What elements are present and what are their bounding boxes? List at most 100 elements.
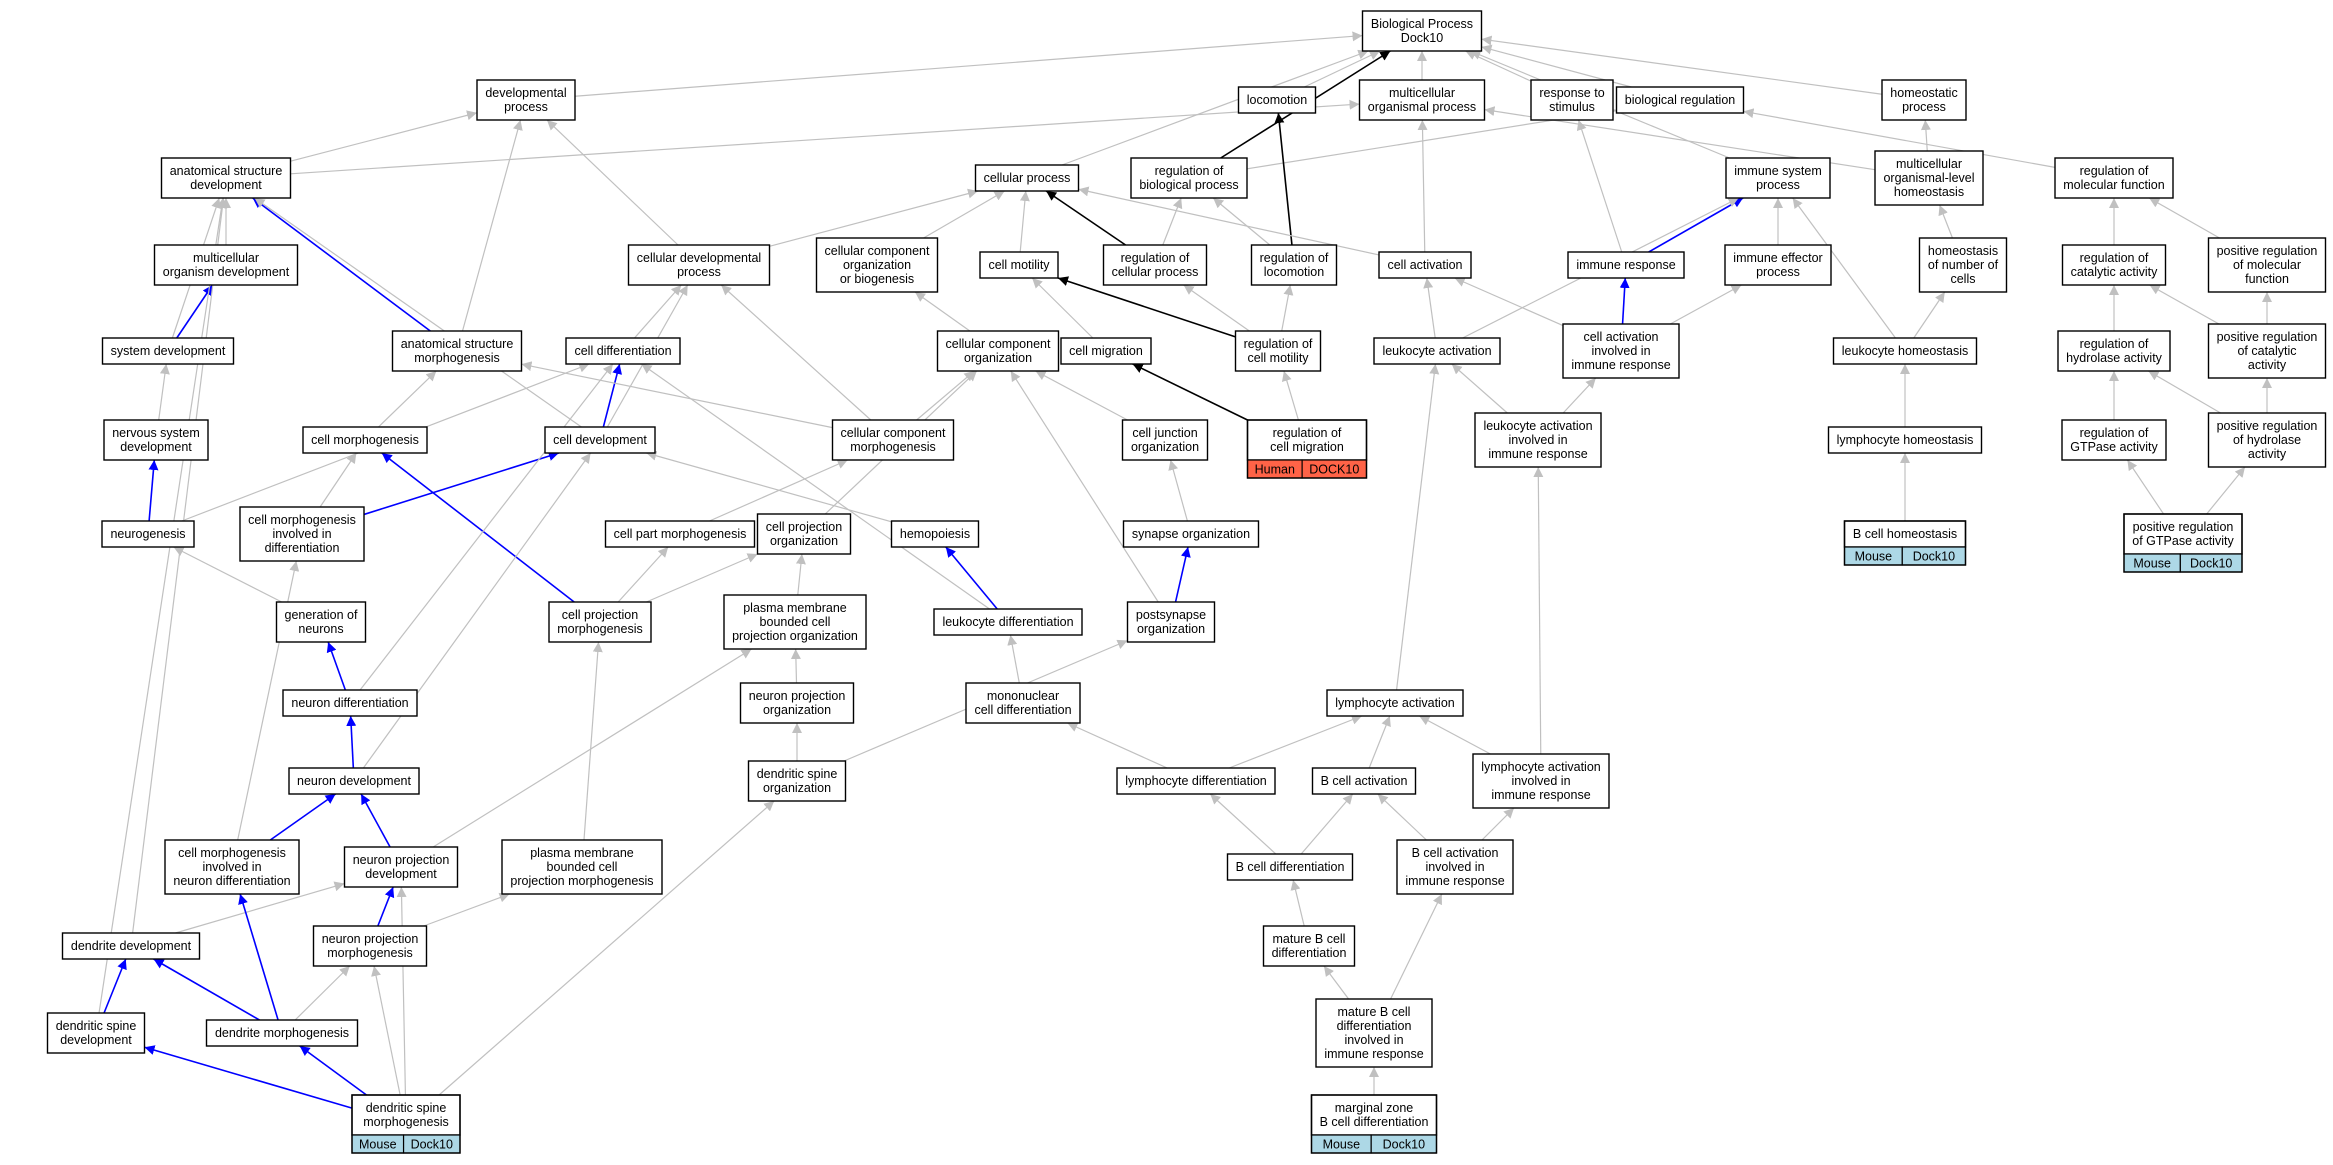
node-label-line: regulation of — [1121, 251, 1190, 265]
is-a-edge — [1212, 197, 1271, 246]
positively-regulates-edge — [269, 793, 337, 841]
node-outline — [351, 1094, 461, 1154]
node-box — [2207, 412, 2327, 468]
node-label-line: or biogenesis — [840, 272, 914, 286]
is-a-edge — [290, 110, 478, 162]
node-box — [282, 689, 418, 717]
is-a-edge — [378, 370, 437, 428]
go-term-node: cell part morphogenesis — [604, 520, 756, 548]
node-box — [101, 520, 195, 548]
is-a-edge — [1183, 284, 1250, 332]
positively-regulates-edge — [299, 1045, 367, 1096]
go-term-node: dendrite morphogenesis — [205, 1019, 359, 1047]
node-label-line: organization — [763, 781, 831, 795]
node-box — [1234, 330, 1322, 372]
is-a-edge — [916, 370, 975, 421]
node-label-line: immune effector — [1733, 251, 1822, 265]
node-layer: Biological ProcessDock10developmentalpro… — [46, 10, 2327, 1154]
is-a-edge — [1031, 277, 1094, 339]
positively-regulates-edge — [377, 886, 395, 927]
node-label-line: differentiation — [1337, 1019, 1412, 1033]
node-label-line: mature B cell — [1338, 1005, 1411, 1019]
species-tag-label: Mouse — [1855, 550, 1893, 564]
positively-regulates-edge — [103, 958, 127, 1014]
is-a-edge — [2148, 197, 2220, 239]
go-term-node: B cell differentiation — [1226, 853, 1354, 881]
is-a-edge — [1670, 284, 1742, 325]
is-a-edge — [254, 197, 582, 428]
node-box — [815, 237, 939, 293]
node-label-line: of molecular — [2233, 258, 2301, 272]
is-a-edge — [1061, 49, 1369, 166]
node-label-line: development — [190, 178, 262, 192]
is-a-edge — [1533, 466, 1544, 755]
is-a-edge — [1067, 722, 1168, 769]
species-tag-label: Dock10 — [1383, 1138, 1425, 1152]
positively-regulates-edge — [1648, 197, 1744, 253]
is-a-edge — [294, 965, 351, 1021]
node-box — [275, 601, 367, 643]
node-label-line: immune response — [1491, 788, 1590, 802]
node-box — [1311, 767, 1417, 795]
is-a-edge — [646, 450, 892, 523]
node-box — [739, 682, 855, 724]
node-box — [46, 1012, 146, 1054]
node-label-line: multicellular — [193, 251, 259, 265]
node-outline — [2123, 513, 2243, 573]
node-label-line: Dock10 — [1401, 31, 1443, 45]
is-a-edge — [1419, 715, 1491, 755]
positively-regulates-edge — [1619, 277, 1630, 325]
node-box — [101, 337, 235, 365]
node-label-line: immune system — [1734, 164, 1822, 178]
node-label-line: generation of — [285, 608, 359, 622]
node-box — [1237, 86, 1317, 114]
regulates-edge — [1274, 112, 1293, 246]
node-label-line: cell projection — [562, 608, 638, 622]
node-box — [302, 426, 428, 454]
node-label-line: immune response — [1571, 358, 1670, 372]
node-box — [1126, 601, 1216, 643]
node-label-line: developmental — [485, 86, 566, 100]
node-label-line: dendritic spine — [757, 767, 838, 781]
node-box — [288, 767, 420, 795]
node-box — [1130, 157, 1248, 199]
is-a-edge — [521, 361, 833, 429]
go-term-node: cell activation — [1378, 251, 1472, 279]
go-term-node: lymphocyte homeostasis — [1827, 426, 1983, 454]
regulates-edge — [1132, 363, 1248, 421]
node-box — [979, 251, 1059, 279]
node-box — [1378, 251, 1472, 279]
node-label-line: bounded cell — [760, 615, 831, 629]
node-label-line: projection morphogenesis — [510, 874, 653, 888]
node-box — [476, 79, 576, 121]
node-label-line: positive regulation — [2217, 330, 2318, 344]
is-a-edge — [1390, 893, 1443, 1000]
node-box — [723, 594, 867, 650]
is-a-edge — [1323, 965, 1350, 1000]
node-label-line: biological regulation — [1625, 93, 1736, 107]
is-a-edge — [1576, 119, 1623, 253]
node-label-line: marginal zone — [1335, 1101, 1414, 1115]
node-label-line: locomotion — [1247, 93, 1307, 107]
is-a-edge — [1481, 807, 1515, 841]
positively-regulates-edge — [381, 452, 575, 603]
species-tag-label: Dock10 — [411, 1138, 453, 1152]
node-label-line: cell part morphogenesis — [614, 527, 747, 541]
node-box — [2207, 237, 2327, 293]
node-box — [501, 839, 663, 895]
